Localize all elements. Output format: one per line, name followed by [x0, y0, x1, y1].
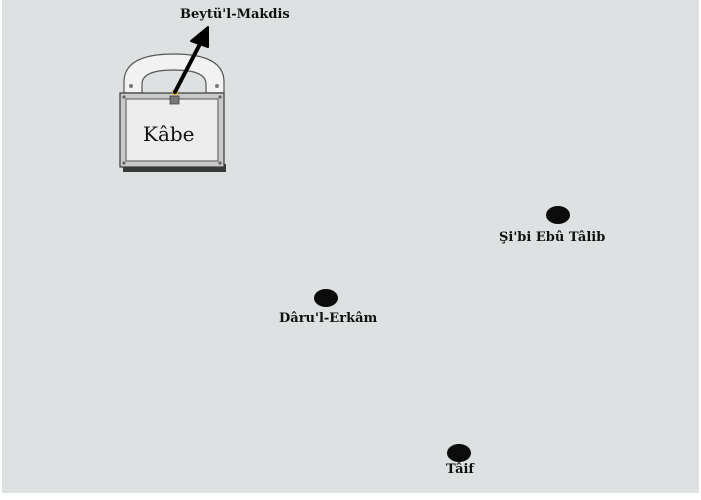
shackle-rivet-left: [129, 84, 133, 88]
shackle-rivet-right: [215, 84, 219, 88]
label-darul-erkam: Dâru'l-Erkâm: [279, 311, 377, 326]
lock-shackle: [124, 54, 224, 93]
label-taif: Tâif: [446, 462, 474, 477]
label-beytul-makdis: Beytü'l-Makdis: [180, 7, 290, 22]
marker-sibi-ebu-talib: [546, 206, 570, 224]
label-sibi-ebu-talib: Şi'bi Ebû Tâlib: [499, 230, 605, 245]
lock-screw-tl: [122, 95, 125, 98]
lock-screw-bl: [122, 161, 125, 164]
marker-darul-erkam: [314, 289, 338, 307]
marker-taif: [447, 444, 471, 462]
kabe-label: Kâbe: [143, 122, 195, 146]
lock-screw-br: [218, 161, 221, 164]
arrow-head: [191, 27, 208, 47]
lock-screw-tr: [218, 95, 221, 98]
lock-keyhole: [170, 96, 179, 104]
